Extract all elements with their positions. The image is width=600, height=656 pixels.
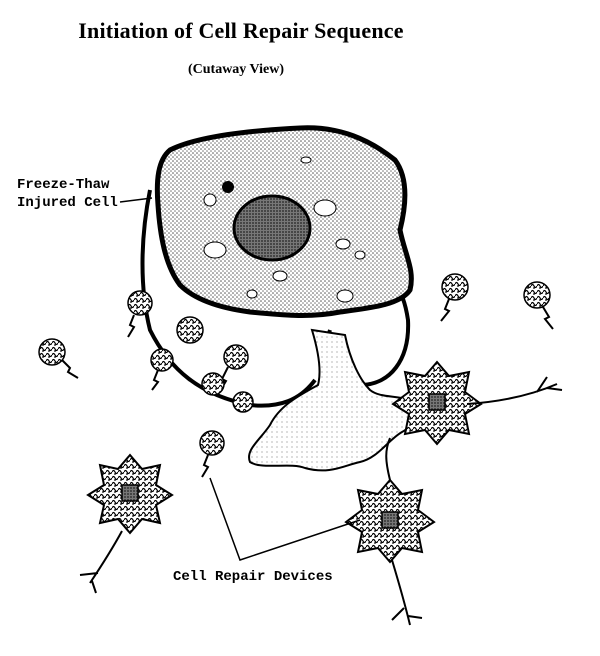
- injured-cell-label-line2: Injured Cell: [17, 195, 118, 211]
- small-repair-device-7: [38, 338, 79, 379]
- small-repair-device-2: [176, 316, 204, 344]
- diagram-subtitle: (Cutaway View): [187, 62, 285, 77]
- injured-cell-label-line1: Freeze-Thaw: [17, 177, 110, 193]
- injured-cell-leader-line: [119, 197, 153, 203]
- repair-devices-label: Cell Repair Devices: [173, 569, 333, 585]
- large-repair-device-left: [79, 453, 174, 594]
- large-repair-device-right: [391, 360, 563, 446]
- large-repair-device-bottom: [344, 437, 436, 626]
- injured-cell-label: Freeze-Thaw Injured Cell: [17, 176, 118, 212]
- small-repair-device-1: [127, 290, 153, 338]
- small-repair-device-10: [199, 430, 225, 478]
- injured-cell: [154, 125, 414, 318]
- diagram-title: Initiation of Cell Repair Sequence: [78, 18, 404, 43]
- small-repair-device-6: [232, 391, 254, 413]
- small-repair-device-9: [523, 281, 554, 330]
- small-repair-device-8: [440, 273, 469, 322]
- cell-nucleus: [232, 194, 312, 262]
- cytoplasm-leakage: [248, 328, 417, 472]
- small-repair-device-4: [219, 344, 249, 392]
- small-repair-device-3: [150, 348, 174, 391]
- repair-devices-leader-lines: [209, 477, 361, 561]
- small-repair-device-5: [201, 372, 225, 396]
